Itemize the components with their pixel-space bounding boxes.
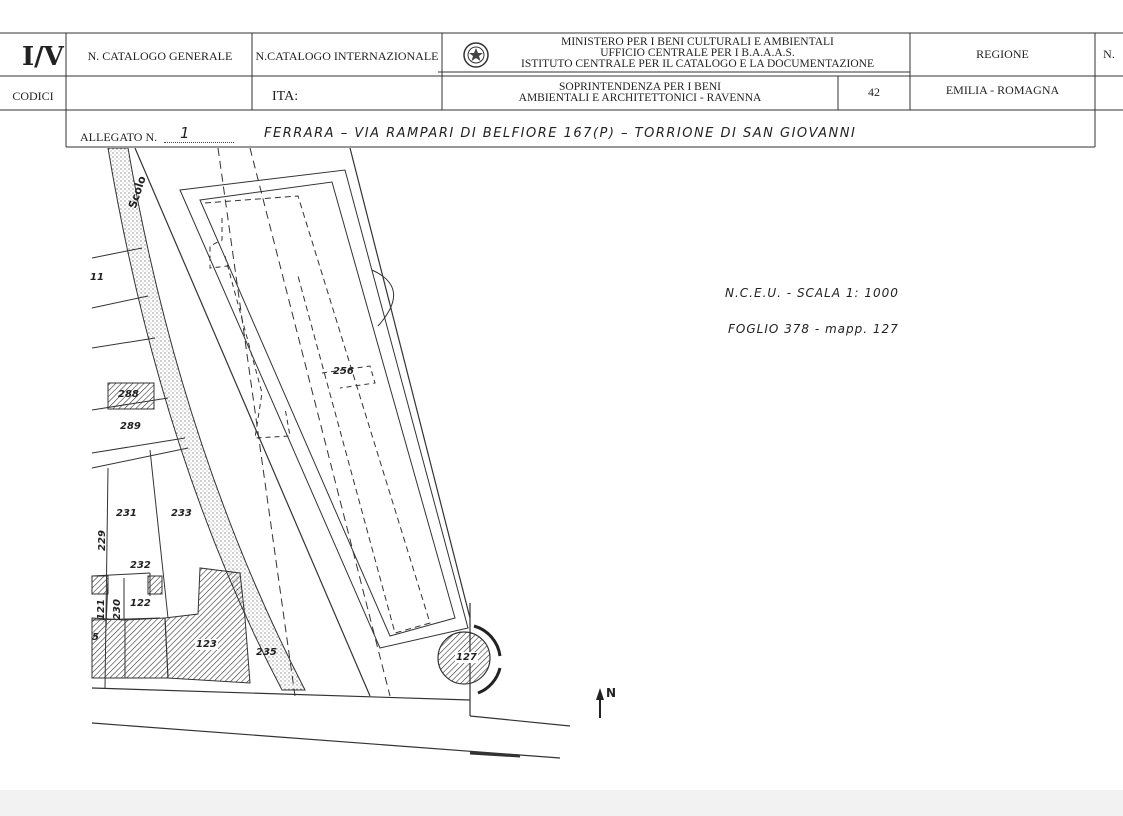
building-121-area bbox=[91, 617, 126, 679]
ministry-block: MINISTERO PER I BENI CULTURALI E AMBIENT… bbox=[500, 36, 895, 70]
parcel-256: 256 bbox=[333, 366, 354, 377]
catalog-general-label: N. CATALOGO GENERALE bbox=[87, 49, 233, 63]
regione-label: REGIONE bbox=[976, 47, 1029, 61]
allegato-description: FERRARA – VIA RAMPARI DI BELFIORE 167(P)… bbox=[264, 126, 857, 141]
canal-scolo bbox=[107, 148, 306, 691]
building-232 bbox=[147, 575, 163, 595]
soprintendenza-line-1: SOPRINTENDENZA PER I BENI bbox=[559, 81, 721, 93]
parcel-233: 233 bbox=[171, 508, 192, 519]
ministry-line-1: MINISTERO PER I BENI CULTURALI E AMBIENT… bbox=[561, 36, 834, 48]
parcel-123: 123 bbox=[195, 639, 218, 650]
cadastral-map bbox=[91, 148, 604, 759]
regione-value: EMILIA - ROMAGNA bbox=[945, 83, 1060, 97]
ministry-line-2: UFFICIO CENTRALE PER I B.A.A.A.S. bbox=[600, 47, 795, 59]
codici-label: CODICI bbox=[12, 89, 54, 103]
parcel-121: 121 bbox=[95, 599, 107, 620]
parcel-230: 230 bbox=[111, 599, 123, 620]
allegato-value: 1 bbox=[180, 124, 191, 142]
building-288 bbox=[107, 382, 155, 410]
parcel-232: 232 bbox=[130, 560, 151, 571]
note-scale: N.C.E.U. - SCALA 1: 1000 bbox=[725, 286, 899, 300]
parcel-229: 229 bbox=[96, 530, 108, 551]
scan-edge bbox=[0, 790, 1123, 816]
parcel-11: 11 bbox=[90, 272, 104, 283]
ministry-line-3: ISTITUTO CENTRALE PER IL CATALOGO E LA D… bbox=[520, 58, 875, 70]
note-foglio: FOGLIO 378 - mapp. 127 bbox=[728, 322, 899, 336]
parcel-122: 122 bbox=[130, 598, 151, 609]
parcel-288: 288 bbox=[118, 389, 139, 400]
form-grid bbox=[0, 32, 1123, 148]
north-label: N bbox=[606, 686, 617, 700]
soprintendenza-block: SOPRINTENDENZA PER I BENI AMBIENTALI E A… bbox=[442, 81, 838, 104]
soprintendenza-code: 42 bbox=[868, 85, 880, 99]
parcel-5: 5 bbox=[92, 632, 99, 643]
ita-label: ITA: bbox=[272, 89, 299, 104]
allegato-label: ALLEGATO N. bbox=[80, 130, 158, 144]
form-code: I/V bbox=[22, 42, 64, 72]
soprintendenza-line-2: AMBIENTALI E ARCHITETTONICI - RAVENNA bbox=[518, 92, 762, 104]
catalog-international-label: N.CATALOGO INTERNAZIONALE bbox=[255, 49, 439, 63]
parcel-235: 235 bbox=[256, 647, 277, 658]
roads bbox=[91, 148, 571, 759]
rampart-256 bbox=[179, 148, 469, 697]
parcel-231: 231 bbox=[116, 508, 137, 519]
north-arrow-icon bbox=[596, 688, 604, 718]
building-small bbox=[91, 575, 109, 595]
building-123 bbox=[164, 567, 251, 684]
buildings bbox=[91, 382, 251, 684]
parcel-289: 289 bbox=[120, 421, 141, 432]
republic-emblem-icon bbox=[463, 42, 489, 68]
building-230-area bbox=[124, 617, 169, 679]
parcel-127: 127 bbox=[455, 652, 478, 663]
number-label: N. bbox=[1103, 47, 1115, 61]
allegato-dotted-line bbox=[164, 132, 234, 143]
